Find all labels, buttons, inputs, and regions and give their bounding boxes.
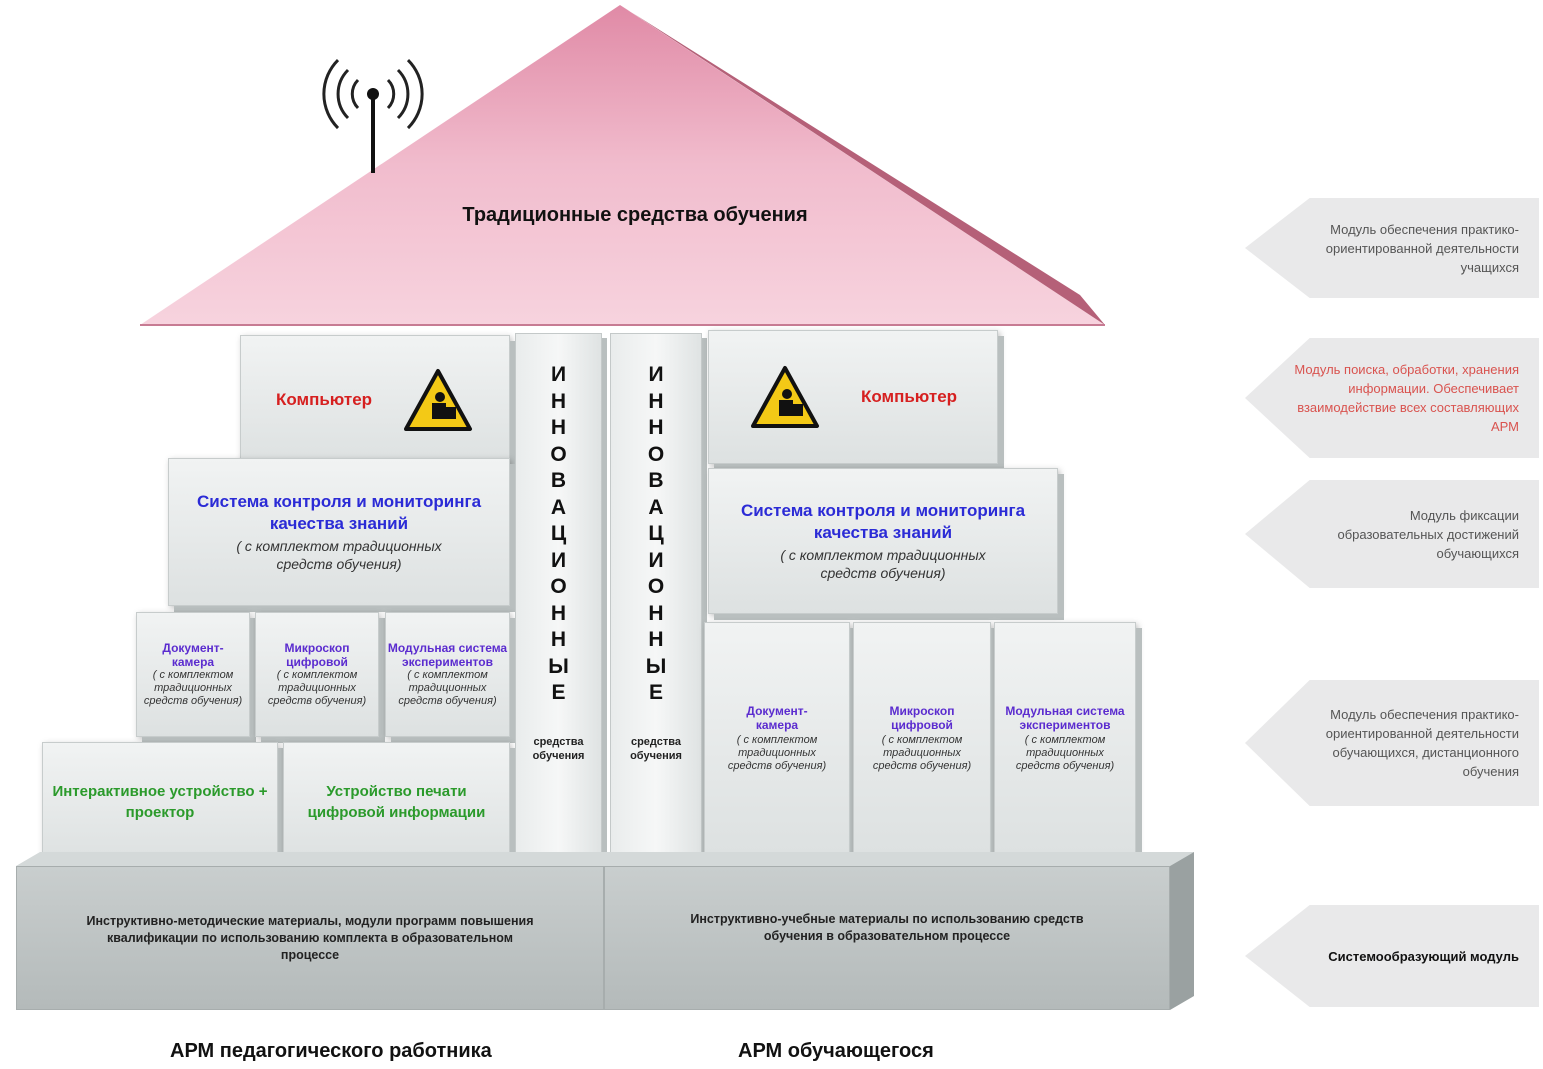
pillar-left-note: средства обучения: [532, 735, 585, 762]
left-monitoring-block: Система контроля и мониторинга качества …: [168, 458, 510, 606]
side-module-3: Модуль фиксации образовательных достижен…: [1245, 480, 1539, 588]
side-module-5-text: Системообразующий модуль: [1328, 948, 1519, 964]
left-monitoring-title: Система контроля и мониторинга качества …: [196, 492, 482, 533]
pillar-right-note: средства обучения: [630, 735, 682, 762]
side-module-5: Системообразующий модуль: [1245, 905, 1539, 1007]
warning-person-icon: [404, 369, 473, 431]
left-doc-camera-title: Документ-камера: [162, 641, 224, 669]
left-doc-camera-sub: ( с комплектом традиционных средств обуч…: [143, 669, 243, 707]
roof-title: Традиционные средства обучения: [462, 204, 808, 226]
side-module-4: Модуль обеспечения практико-ориентирован…: [1245, 680, 1539, 806]
base-left-text: Инструктивно-методические материалы, мод…: [86, 913, 534, 962]
right-doc-camera-block: Документ-камера ( с комплектом традицион…: [704, 622, 850, 854]
left-modular-sub: ( с комплектом традиционных средств обуч…: [398, 669, 497, 707]
right-monitoring-title: Система контроля и мониторинга качества …: [740, 501, 1026, 542]
side-module-2: Модуль поиска, обработки, хранения инфор…: [1245, 338, 1539, 458]
left-microscope-sub: ( с комплектом традиционных средств обуч…: [267, 669, 367, 707]
left-printer-block: Устройство печати цифровой информации: [283, 742, 510, 862]
base-right: Инструктивно-учебные материалы по исполь…: [604, 866, 1170, 1010]
right-monitoring-sub: ( с комплектом традиционных средств обуч…: [780, 547, 986, 581]
right-microscope-title: Микроскоп цифровой: [889, 703, 955, 732]
left-interactive-label: Интерактивное устройство + проектор: [52, 783, 268, 821]
side-module-2-text: Модуль поиска, обработки, хранения инфор…: [1294, 362, 1519, 434]
left-computer-block: Компьютер: [240, 335, 510, 465]
right-microscope-block: Микроскоп цифровой ( с комплектом традиц…: [853, 622, 991, 854]
left-computer-label: Компьютер: [275, 390, 373, 409]
caption-teacher: АРМ педагогического работника: [170, 1040, 492, 1062]
left-printer-label: Устройство печати цифровой информации: [307, 783, 486, 821]
right-microscope-sub: ( с комплектом традиционных средств обуч…: [872, 733, 972, 772]
base-right-text: Инструктивно-учебные материалы по исполь…: [690, 912, 1084, 943]
roof: [140, 5, 1105, 326]
left-modular-title: Модульная система экспериментов: [387, 641, 508, 669]
left-monitoring-sub: ( с комплектом традиционных средств обуч…: [236, 538, 442, 572]
base-left: Инструктивно-методические материалы, мод…: [16, 866, 604, 1010]
right-doc-camera-sub: ( с комплектом традиционных средств обуч…: [727, 733, 827, 772]
right-monitoring-block: Система контроля и мониторинга качества …: [708, 468, 1058, 614]
left-doc-camera-block: Документ-камера ( с комплектом традицион…: [136, 612, 250, 737]
left-microscope-title: Микроскоп цифровой: [284, 641, 350, 669]
left-modular-block: Модульная система экспериментов ( с комп…: [385, 612, 510, 737]
side-module-1-text: Модуль обеспечения практико-ориентирован…: [1325, 221, 1519, 275]
caption-student: АРМ обучающегося: [738, 1040, 934, 1062]
warning-person-icon: [750, 366, 819, 428]
right-doc-camera-title: Документ-камера: [746, 703, 808, 732]
right-modular-block: Модульная система экспериментов ( с комп…: [994, 622, 1136, 854]
right-computer-label: Компьютер: [860, 387, 958, 406]
side-module-3-text: Модуль фиксации образовательных достижен…: [1337, 507, 1520, 561]
left-microscope-block: Микроскоп цифровой ( с комплектом традиц…: [255, 612, 379, 737]
right-modular-title: Модульная система экспериментов: [1005, 703, 1125, 732]
right-computer-block: Компьютер: [708, 330, 998, 464]
antenna-icon: [322, 58, 424, 173]
right-modular-sub: ( с комплектом традиционных средств обуч…: [1015, 733, 1115, 772]
side-module-4-text: Модуль обеспечения практико-ориентирован…: [1325, 707, 1519, 779]
side-module-1: Модуль обеспечения практико-ориентирован…: [1245, 198, 1539, 298]
